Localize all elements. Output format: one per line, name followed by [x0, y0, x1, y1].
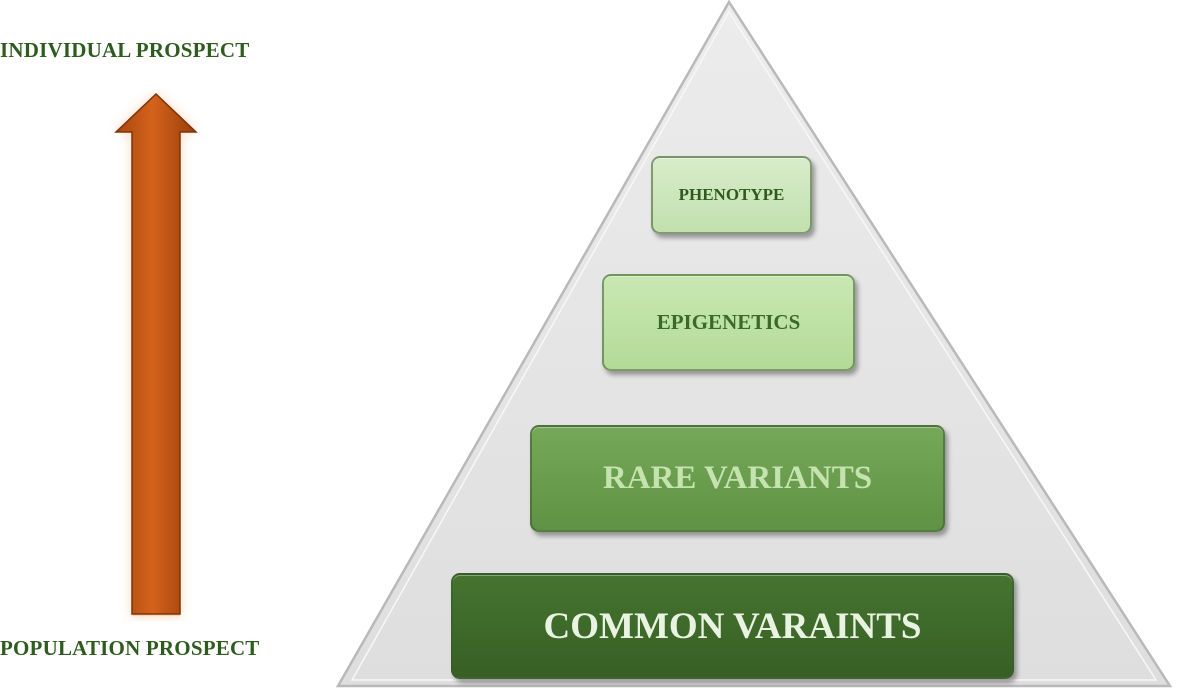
individual-prospect-label: INDIVIDUAL PROSPECT — [0, 38, 250, 62]
pyramid-tier-epigenetics: EPIGENETICS — [602, 274, 855, 371]
pyramid-tier-rare-variants: RARE VARIANTS — [530, 425, 945, 532]
pyramid-tier-phenotype: PHENOTYPE — [651, 156, 812, 234]
population-prospect-label: POPULATION PROSPECT — [0, 636, 260, 660]
pyramid-tier-common-variants: COMMON VARAINTS — [451, 573, 1014, 679]
up-arrow-icon — [114, 92, 198, 616]
